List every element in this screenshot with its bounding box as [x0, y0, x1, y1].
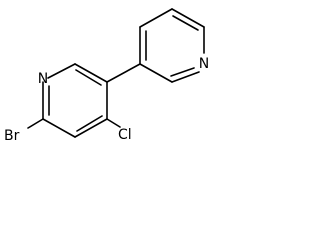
pyridine-ring-right [139, 8, 205, 83]
double-bond-c3-c4 [76, 115, 103, 132]
double-bond-n2-r6 [170, 67, 195, 77]
atom-label-n1: N [38, 71, 48, 87]
atom-label-n2: N [199, 56, 209, 72]
bond-c3-c4 [74, 118, 108, 138]
bond-r5-n2 [171, 71, 200, 83]
atom-label-cl: Cl [118, 127, 132, 143]
atom-label-br: Br [4, 128, 20, 144]
bond-c4-cl [106, 118, 121, 128]
double-bond-c5-c6 [75, 69, 102, 86]
bond-r6-r1 [139, 63, 173, 83]
bond-c6-n1 [47, 63, 76, 79]
bond-r3-r4 [171, 8, 205, 28]
chemical-structure: N N Br Cl [4, 8, 209, 144]
pyridine-ring-left [42, 63, 108, 138]
double-bond-r3-r4 [172, 15, 199, 31]
bond-c2-br [27, 118, 44, 129]
bond-c2-c3 [42, 118, 76, 138]
bond-c5-c6 [74, 63, 108, 83]
bond-biaryl [106, 63, 141, 83]
bond-r2-r3 [139, 8, 173, 28]
